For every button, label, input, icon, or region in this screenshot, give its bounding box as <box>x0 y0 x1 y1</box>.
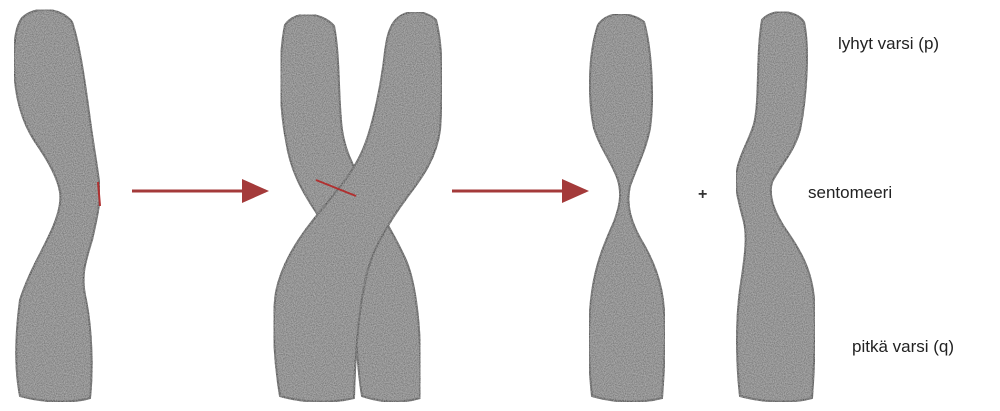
plus-sign: + <box>698 186 707 204</box>
label-short-arm: lyhyt varsi (p) <box>838 34 939 54</box>
label-long-arm: pitkä varsi (q) <box>852 337 954 357</box>
chromatid-left-separated <box>589 14 665 402</box>
chromosome-replicated <box>274 12 442 402</box>
label-centromere: sentomeeri <box>808 183 892 203</box>
chromatid-single <box>14 10 100 402</box>
chromatids-separated <box>589 12 815 402</box>
chromatid-right-separated <box>736 12 815 402</box>
chromosome-single <box>14 10 100 402</box>
